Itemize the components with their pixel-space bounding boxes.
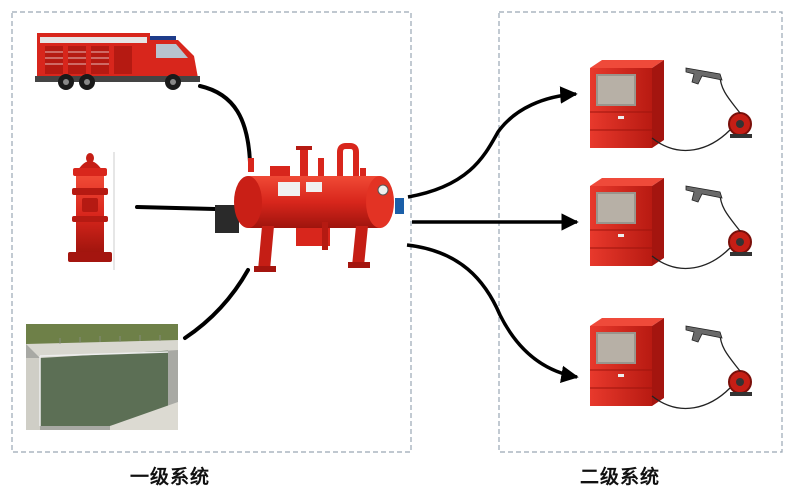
fire-truck-icon	[35, 33, 200, 90]
foam-station-3	[590, 318, 752, 410]
arrow-to-station-1	[407, 86, 578, 199]
pool-connector	[183, 268, 250, 340]
foam-tank-icon	[215, 143, 404, 272]
secondary-system-panel	[498, 11, 783, 453]
output-arrows	[406, 86, 579, 383]
foam-station-icon	[590, 60, 752, 410]
secondary-system-label: 二级系统	[580, 466, 661, 488]
foam-station-1	[590, 60, 752, 152]
hydrant-connector	[135, 205, 217, 211]
water-pool-icon	[26, 324, 178, 430]
primary-system-panel	[11, 11, 412, 453]
arrow-to-station-3	[406, 243, 579, 383]
primary-system-label: 一级系统	[130, 466, 211, 488]
input-connectors	[135, 84, 252, 340]
truck-connector	[198, 84, 252, 164]
foam-station-2	[590, 178, 752, 270]
fire-hydrant-icon	[68, 152, 115, 270]
